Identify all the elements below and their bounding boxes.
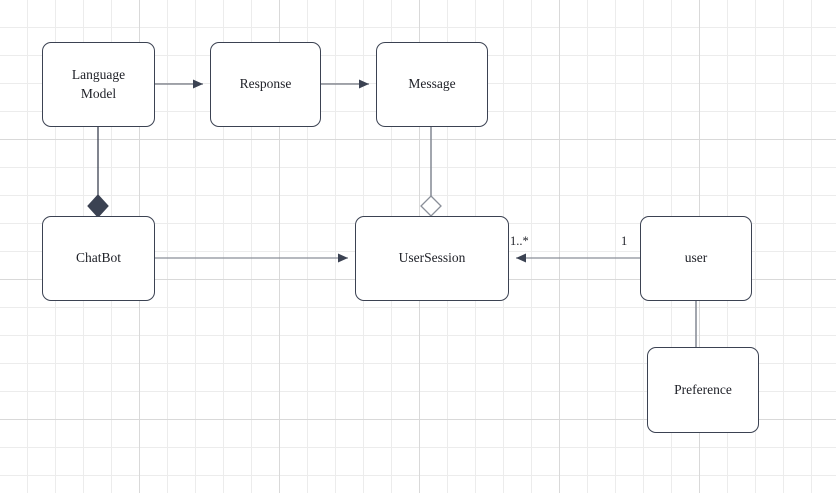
node-user[interactable]: user xyxy=(640,216,752,301)
filled-diamond-marker xyxy=(87,194,109,218)
multiplicity-label-usersession: 1..* xyxy=(510,234,529,248)
node-language-model-label: Language Model xyxy=(71,67,126,101)
node-chatbot-label: ChatBot xyxy=(75,250,121,266)
multiplicity-label-user: 1 xyxy=(621,234,628,248)
node-user-label: user xyxy=(684,250,708,266)
node-message-label: Message xyxy=(408,76,456,92)
edge-message-to-usersession xyxy=(420,127,442,217)
node-usersession[interactable]: UserSession xyxy=(355,216,509,301)
node-response[interactable]: Response xyxy=(210,42,321,127)
edge-language-model-to-chatbot xyxy=(87,127,109,218)
node-preference[interactable]: Preference xyxy=(647,347,759,433)
node-response-label: Response xyxy=(239,76,292,92)
node-usersession-label: UserSession xyxy=(398,250,466,266)
node-preference-label: Preference xyxy=(674,381,732,397)
hollow-diamond-marker xyxy=(420,195,442,217)
node-message[interactable]: Message xyxy=(376,42,488,127)
node-chatbot[interactable]: ChatBot xyxy=(42,216,155,301)
node-language-model[interactable]: Language Model xyxy=(42,42,155,127)
